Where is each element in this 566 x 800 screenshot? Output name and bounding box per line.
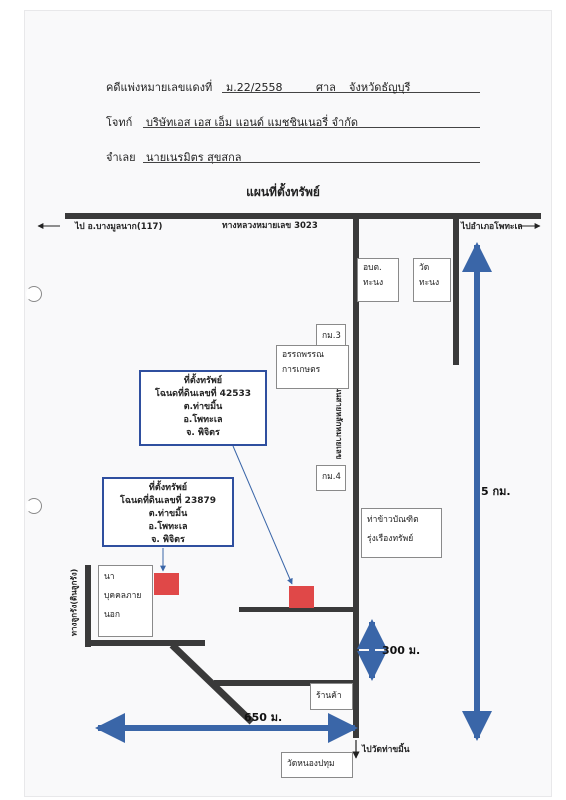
label-left-direction: ไป อ.บางมูลนาก(117) (75, 222, 163, 232)
landmark-rice-field: นาบุคคลภายนอก (98, 565, 153, 637)
pointer-property-42533 (232, 445, 293, 585)
defendant-name: นายเนรมิตร สุขสกล (146, 151, 242, 164)
label-left-road: ทางลูกรัง(ดินลูกรัง) (69, 568, 79, 637)
landmark-shop: ร้านค้า (310, 683, 353, 710)
landmark-sao-tanong: อบต.ทะนง (357, 258, 399, 302)
callout-property-42533: ที่ตั้งทรัพย์ โฉนดที่ดินเลขที่ 42533 ต.ท… (139, 370, 267, 446)
court-label: ศาล (316, 81, 336, 94)
plaintiff-label: โจทก์ (106, 116, 133, 129)
road-left-vertical (85, 565, 91, 647)
road-temple-spur (453, 219, 459, 365)
case-underline (222, 92, 480, 93)
landmark-wat-nongpathum: วัดหนองปทุม (281, 752, 353, 778)
case-label: คดีแพ่งหมายเลขแดงที่ (106, 81, 213, 94)
road-diagonal (169, 642, 255, 725)
label-distance-5km: 5 กม. (481, 485, 511, 498)
plaintiff-underline (143, 127, 480, 128)
court-name: จังหวัดธัญบุรี (349, 81, 411, 94)
case-number: ม.22/2558 (226, 81, 283, 94)
label-bottom-direction: ไปวัดท่าขมิ้น (362, 745, 410, 755)
road-highway-3023 (65, 213, 541, 219)
callout-property-23879: ที่ตั้งทรัพย์ โฉนดที่ดินเลขที่ 23879 ต.ท… (102, 477, 234, 547)
label-right-direction: ไปอำเภอโพทะเล (461, 222, 523, 232)
landmark-km4: กม.4 (316, 465, 346, 491)
punch-hole (26, 498, 42, 514)
road-left-horizontal (90, 640, 205, 646)
road-side-property1 (239, 607, 355, 612)
label-highway: ทางหลวงหมายเลข 3023 (222, 221, 318, 231)
property-marker-23879 (154, 573, 179, 595)
landmark-rice-mill: ท่าข้าวบัณฑิตรุ่งเรืองทรัพย์ (361, 508, 442, 558)
road-main-vertical (353, 213, 359, 738)
property-marker-42533 (289, 586, 314, 608)
landmark-wat-tanong: วัดทะนง (413, 258, 451, 302)
plaintiff-name: บริษัทเอส เอส เอ็ม แอนด์ แมชชินเนอรี่ จำ… (146, 116, 359, 129)
map-title: แผนที่ตั้งทรัพย์ (246, 185, 320, 199)
landmark-agri-shop: อรรถพรรณการเกษตร (276, 345, 349, 389)
label-distance-650m: 650 ม. (244, 711, 283, 724)
defendant-label: จำเลย (106, 151, 136, 164)
punch-hole (26, 286, 42, 302)
road-bottom-horizontal (214, 680, 355, 686)
label-vertical-road: ถนนสายหลักหมายเลข (334, 381, 344, 460)
defendant-underline (143, 162, 480, 163)
label-distance-300m: 300 ม. (382, 644, 421, 657)
